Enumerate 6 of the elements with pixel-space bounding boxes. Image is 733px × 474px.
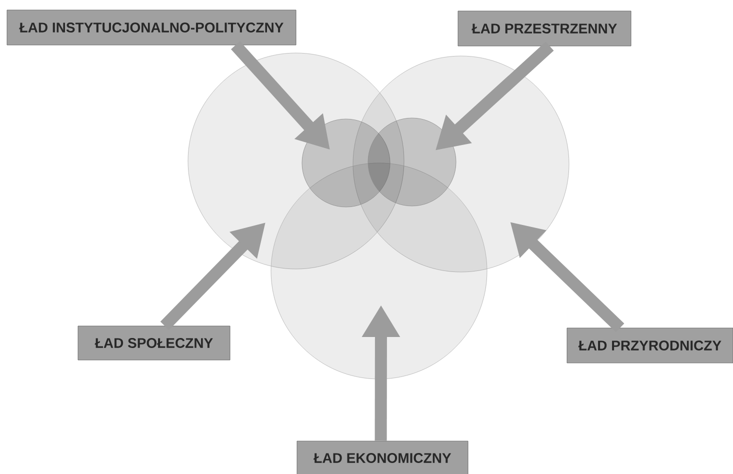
label-box: ŁAD EKONOMICZNY (296, 440, 468, 474)
label-box: ŁAD PRZYRODNICZY (566, 328, 733, 364)
label-box: ŁAD SPOŁECZNY (78, 326, 230, 360)
label-box: ŁAD INSTYTUCJONALNO-POLITYCZNY (6, 10, 296, 46)
circle (368, 118, 456, 206)
label-box: ŁAD PRZESTRZENNY (458, 10, 632, 46)
